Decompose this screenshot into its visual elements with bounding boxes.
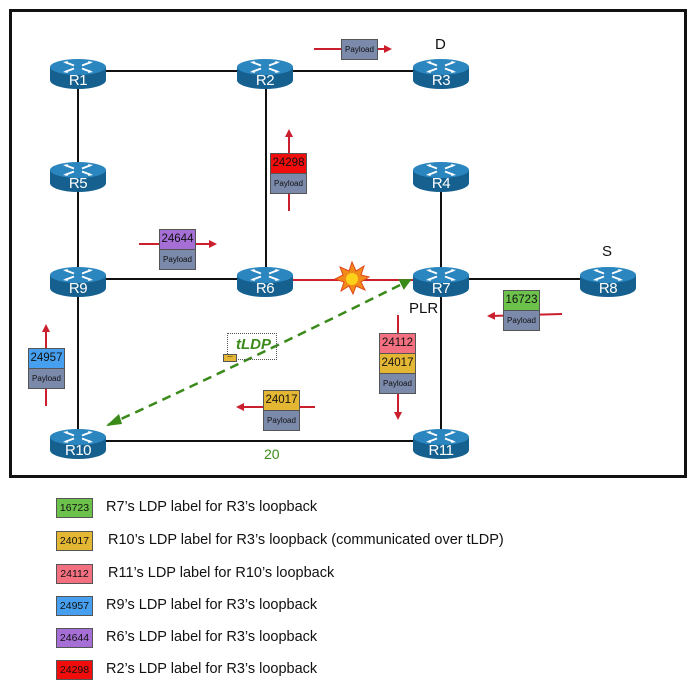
payload-cell: Payload (29, 369, 64, 388)
router-label: R5 (68, 175, 88, 192)
router-label: R7 (431, 280, 451, 297)
link-cost-r10-r11: 20 (264, 446, 280, 462)
router-r5: R5 (49, 161, 107, 193)
router-r11: R11 (412, 428, 470, 460)
legend-text: R9’s LDP label for R3’s loopback (106, 597, 318, 613)
label-24644: 24644 (160, 230, 195, 250)
legend-swatch: 24112 (56, 564, 93, 584)
router-icon (50, 162, 106, 192)
router-icon (50, 429, 106, 459)
payload-cell: Payload (160, 250, 195, 269)
legend-swatch: 24957 (56, 596, 93, 616)
packet-r11-r10: 24017 Payload (263, 390, 300, 431)
router-r6: R6 (236, 266, 294, 298)
diagram-frame (9, 9, 687, 478)
source-label: S (602, 243, 613, 260)
router-icon (237, 59, 293, 89)
packet-r10-r9: 24957 Payload (28, 348, 65, 389)
tldp-label-box (227, 333, 277, 360)
router-icon (50, 59, 106, 89)
links-group (77, 70, 608, 442)
router-icon (413, 429, 469, 459)
link-failure-explosion-icon (333, 260, 371, 296)
router-label: R3 (431, 72, 451, 89)
legend-text: R10’s LDP label for R3’s loopback (commu… (108, 532, 504, 548)
router-label: R6 (255, 280, 275, 297)
router-label: R11 (428, 442, 454, 459)
label-24957: 24957 (29, 349, 64, 369)
packet-r7-r11: 24112 24017 Payload (379, 333, 416, 394)
payload-cell: Payload (504, 311, 539, 330)
packet-r2-r3: Payload (341, 39, 378, 60)
legend-swatch: 16723 (56, 498, 93, 518)
router-icon (413, 162, 469, 192)
payload-cell: Payload (271, 174, 306, 193)
router-r3: R3 (412, 58, 470, 90)
router-r1: R1 (49, 58, 107, 90)
legend-swatch: 24644 (56, 628, 93, 648)
router-r2: R2 (236, 58, 294, 90)
label-24017: 24017 (380, 354, 415, 374)
destination-label: D (435, 36, 446, 53)
router-label: R10 (64, 442, 92, 459)
tldp-mini-label-icon: — (223, 354, 237, 362)
router-r7: R7 (412, 266, 470, 298)
label-16723: 16723 (504, 291, 539, 311)
legend-swatch: 24298 (56, 660, 93, 680)
packet-r8-r7: 16723 Payload (503, 290, 540, 331)
legend-text: R7’s LDP label for R3’s loopback (106, 499, 318, 515)
tldp-arrowhead-r10 (106, 414, 122, 426)
router-label: R8 (598, 280, 618, 297)
label-24298: 24298 (271, 154, 306, 174)
router-icon (580, 267, 636, 297)
router-label: R4 (431, 175, 451, 192)
tldp-label: tLDP (236, 336, 271, 353)
label-24112: 24112 (380, 334, 415, 354)
legend-swatch: 24017 (56, 531, 93, 551)
plr-label: PLR (409, 300, 439, 317)
packet-r9-r6: 24644 Payload (159, 229, 196, 270)
router-label: R1 (68, 72, 88, 89)
payload-cell: Payload (342, 40, 377, 59)
router-r9: R9 (49, 266, 107, 298)
router-r4: R4 (412, 161, 470, 193)
router-icon (237, 267, 293, 297)
payload-cell: Payload (264, 411, 299, 430)
router-r8: R8 (579, 266, 637, 298)
router-label: R2 (255, 72, 275, 89)
label-24017: 24017 (264, 391, 299, 411)
legend-text: R11’s LDP label for R10’s loopback (108, 565, 335, 581)
router-icon (413, 59, 469, 89)
router-r10: R10 (49, 428, 107, 460)
tldp-session-arrow (107, 278, 412, 427)
legend-text: R6’s LDP label for R3’s loopback (106, 629, 318, 645)
router-icon (413, 267, 469, 297)
legend-text: R2’s LDP label for R3’s loopback (106, 661, 318, 677)
packet-r6-r2: 24298 Payload (270, 153, 307, 194)
router-label: R9 (68, 280, 88, 297)
router-icon (50, 267, 106, 297)
payload-cell: Payload (380, 374, 415, 393)
